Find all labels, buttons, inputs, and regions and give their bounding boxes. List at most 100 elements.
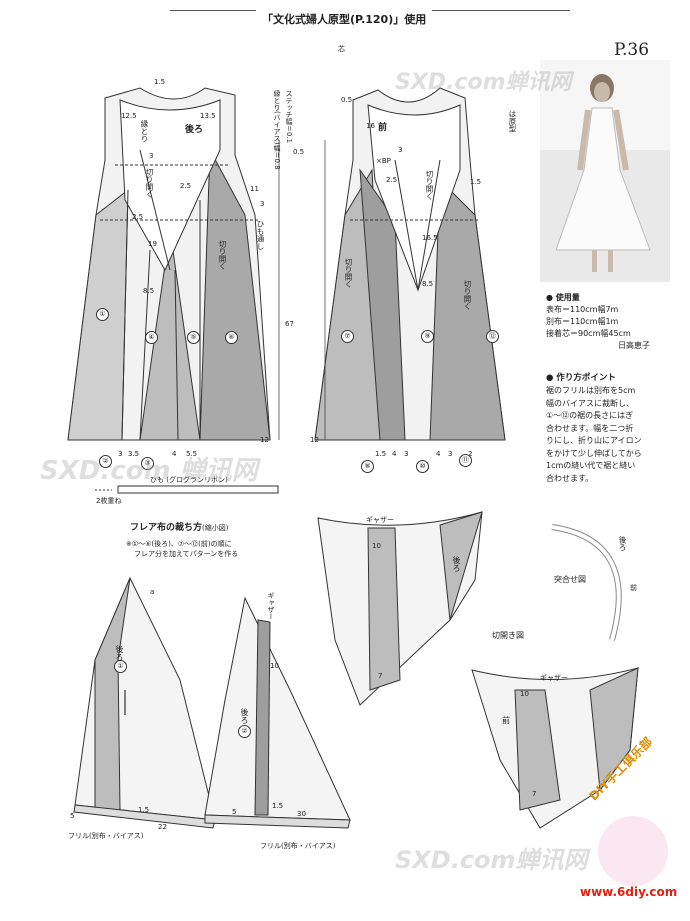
dim-label: 8.5 (143, 287, 155, 295)
cutopen-back-piece (317, 511, 483, 706)
cutopen-front-label: 前 (502, 716, 510, 725)
tips-line: 1cmの縫い代で裾と縫い (546, 461, 636, 470)
dim-label: 0.5 (293, 148, 305, 156)
dim-label: 22 (158, 823, 167, 831)
watermark: SXD.com蝉讯网 (395, 846, 588, 874)
tips-line: 合わせます。幅を二つ折 (546, 423, 634, 433)
flare-title-note: (縮小図) (202, 524, 229, 532)
panel-number: ① (96, 308, 109, 321)
author-name: 日高恵子 (618, 341, 650, 350)
cut-open-label: 切り開く (145, 168, 154, 198)
gather-label: ギャザー (267, 592, 275, 620)
cutopen-front-piece (471, 667, 639, 829)
stitch-width-label: ステッチ幅＝0.1 (285, 90, 293, 144)
dim-label: 4 (436, 450, 441, 458)
joint-title: 突合せ図 (554, 575, 586, 584)
materials-line: 別布＝110cm幅1m (546, 317, 619, 326)
dim-label: 3 (118, 450, 123, 458)
dim-label: 3 (260, 200, 265, 208)
back-label: 後ろ (185, 125, 204, 135)
point-label: a (150, 588, 155, 596)
dim-label: 13.5 (200, 112, 216, 120)
dim-label: 11 (250, 185, 259, 193)
dim-label: 2.5 (180, 182, 192, 190)
dim-label: 1.5 (375, 450, 387, 458)
cutopen-back-label: 後ろ (452, 556, 461, 572)
page-number: P.36 (614, 40, 650, 60)
dim-label: 4 (392, 450, 397, 458)
dim-label: 3 (448, 450, 453, 458)
panel-number: ⑧ (361, 460, 374, 473)
panel-number: ① (114, 660, 127, 673)
bias-width-label: 縁とり(バイアス)幅＝0.8 (273, 90, 281, 170)
dim-label: 7 (532, 790, 537, 798)
front-label: 前 (378, 123, 388, 133)
joint-diagram (551, 524, 622, 641)
dim-label: 5 (70, 812, 75, 820)
dim-label: 2.5 (386, 176, 398, 184)
panel-number: ⑫ (486, 330, 499, 343)
panel-number: ⑥ (225, 331, 238, 344)
flare-piece-1-label: 後ろ (115, 645, 124, 661)
dim-label: 7 (378, 672, 383, 680)
back-pattern-piece (67, 87, 280, 441)
tie-count: 2枚重ね (96, 497, 122, 505)
tips-line: ①〜⑫の裾の長さにはぎ (546, 411, 634, 420)
dim-label: 1.5 (272, 802, 284, 810)
dim-label: 16 (366, 122, 375, 130)
dim-label: 12.5 (121, 112, 137, 120)
pattern-note: は原型 (508, 110, 517, 133)
dim-label: 3 (404, 450, 409, 458)
flare-piece-2 (204, 596, 351, 829)
dim-label: 2 (468, 450, 473, 458)
tips-line: 裾のフリルは別布を5cm (546, 386, 636, 395)
dim-label: 3 (149, 152, 154, 160)
cutopen-front-title: 切開き図 (492, 631, 524, 640)
panel-number: ⑦ (341, 330, 354, 343)
tips-line: りにし、折り山にアイロン (546, 436, 642, 445)
dim-label: 67 (285, 320, 294, 328)
panel-number: ④ (145, 331, 158, 344)
tips-line: 幅のバイアスに裁断し、 (546, 398, 634, 408)
panel-number: ⑪ (459, 454, 472, 467)
dim-label: 19 (148, 240, 157, 248)
dim-label: 10 (270, 662, 279, 670)
dim-label: 1.5 (138, 806, 150, 814)
dim-label: 30 (297, 810, 306, 818)
bias-title: 縁とり (140, 120, 149, 143)
materials-section: ● 使用量 表布＝110cm幅7m 別布＝110cm幅1m 接着芯＝90cm幅4… (546, 292, 682, 352)
dim-label: 2.5 (132, 213, 144, 221)
model-silhouette (555, 74, 651, 272)
panel-number: ② (238, 725, 251, 738)
tips-line: 合わせます。 (546, 473, 594, 483)
cut-open-label: 切り開く (463, 280, 472, 310)
tie-loop-label: ひも通し (256, 220, 265, 250)
page-title: 「文化式婦人原型(P.120)」使用 (256, 10, 433, 30)
dim-label: 0.5 (341, 96, 353, 104)
site-logo-text: www.6diy.com (580, 885, 678, 899)
cut-open-label: 切り開く (344, 258, 353, 288)
dim-label: 5.5 (186, 450, 198, 458)
bust-point-label: ×BP (376, 157, 391, 165)
joint-back-label: 後ろ (618, 536, 627, 551)
tie-label: ひも (グログランリボン) (150, 476, 228, 484)
materials-line: 表布＝110cm幅7m (546, 305, 619, 314)
materials-heading: ● 使用量 (546, 293, 580, 302)
dim-label: 5 (232, 808, 237, 816)
flare-title-text: フレア布の裁ち方 (130, 523, 203, 533)
dim-label: 4 (172, 450, 177, 458)
panel-number: ⑩ (416, 460, 429, 473)
dim-label: 3.5 (128, 450, 140, 458)
watermark: SXD.com 蝉讯网 (40, 456, 258, 486)
dim-label: 10 (372, 542, 381, 550)
panel-number: ② (99, 455, 112, 468)
model-photo (540, 60, 670, 282)
panel-number: ③ (141, 457, 154, 470)
tips-line: をかけて少し伸ばしてから (546, 448, 642, 458)
dim-label: 3 (398, 146, 403, 154)
gather-label: ギャザー (540, 674, 568, 682)
core-label: 芯 (338, 45, 345, 53)
dim-label: 12 (310, 436, 319, 444)
dim-label: 8.5 (422, 280, 434, 288)
